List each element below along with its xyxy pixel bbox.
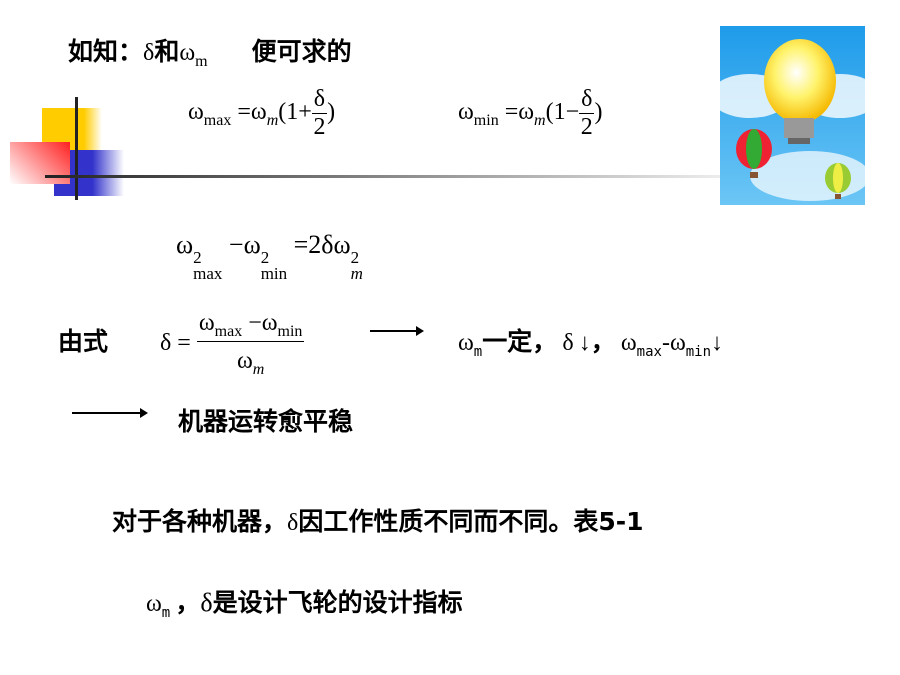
eq-token: 2	[193, 248, 202, 267]
conclusion-text: 一定，	[482, 327, 558, 356]
eq-token: δ =	[160, 330, 191, 357]
omega-sub: m	[195, 53, 208, 70]
eq-token: ，	[590, 327, 616, 356]
arrow-right-1	[370, 326, 424, 336]
eq-token: =ω	[504, 99, 535, 126]
omega-symbol: ω	[146, 591, 162, 617]
line6-text-a: 对于各种机器，	[112, 507, 288, 536]
title-line: 如知：δ和ωm 便可求的	[68, 32, 352, 71]
line6: 对于各种机器，δ因工作性质不同而不同。表5-1	[112, 502, 644, 538]
denominator: 2	[313, 114, 326, 140]
deco-horizontal-rule	[45, 175, 725, 178]
eq-token: (1+	[278, 99, 312, 126]
title-prefix: 如知：	[68, 37, 144, 66]
eq-token: ω	[458, 330, 474, 356]
denominator: ωm	[237, 342, 264, 379]
eq-token: min	[260, 264, 288, 283]
line4-label: 由式	[58, 327, 109, 356]
eq-token: )	[327, 99, 336, 126]
title-and: 和	[154, 37, 180, 66]
omega-symbol: ω	[179, 40, 196, 66]
eq-token: δ	[562, 330, 574, 356]
eq-token: max	[214, 323, 243, 340]
delta-symbol: δ	[200, 588, 213, 617]
eq-token: =2δω	[293, 230, 351, 259]
eq-token: ω	[188, 99, 204, 126]
eq-token: min	[473, 112, 499, 130]
eq-token: m	[252, 361, 265, 378]
eq-token: ω	[458, 99, 474, 126]
line5-text: 机器运转愈平稳	[178, 407, 354, 436]
eq-token: ω	[620, 330, 637, 356]
eq-token: max	[636, 344, 662, 360]
numerator: ωmax −ωmin	[196, 310, 305, 342]
eq-token: max	[203, 112, 232, 130]
down-arrow-icon: ↓	[711, 330, 724, 356]
lightbulb-balloons-image	[720, 26, 865, 205]
denominator: 2	[580, 114, 593, 140]
eq-token: 2	[260, 248, 270, 267]
numerator: δ	[579, 86, 595, 114]
eq-token: -ω	[661, 330, 686, 356]
eq-token: 2	[350, 248, 360, 267]
delta-symbol: δ	[287, 510, 299, 536]
eq-token: −ω	[248, 310, 278, 336]
numerator: δ	[311, 86, 328, 114]
line6-text-b: 因工作性质不同而不同。表5-1	[298, 507, 644, 536]
eq-token: ω	[198, 310, 215, 336]
deco-vertical-line	[75, 97, 78, 200]
eq-token: min	[685, 344, 712, 360]
eq-token: max	[193, 264, 223, 283]
eq-token: ω	[236, 348, 253, 374]
conclusion-line: ωm一定， δ ↓， ωmax-ωmin↓	[458, 322, 723, 360]
eq-token: ，	[175, 588, 201, 617]
eq-token: )	[594, 99, 603, 126]
line7-text: 是设计飞轮的设计指标	[212, 588, 463, 617]
eq-token: m	[161, 605, 171, 621]
down-arrow-icon: ↓	[578, 330, 591, 356]
delta-symbol: δ	[143, 40, 155, 66]
eq-token: m	[266, 112, 279, 130]
eq-token: =ω	[237, 99, 267, 126]
eq-token: (1−	[545, 99, 580, 126]
title-suffix: 便可求的	[251, 37, 352, 66]
eq-token: m	[534, 112, 546, 130]
line7: ωm ，δ是设计飞轮的设计指标	[146, 583, 463, 621]
eq-token: −ω	[228, 230, 261, 259]
eq-token: min	[277, 323, 303, 340]
arrow-right-2	[72, 408, 148, 418]
eq-token: m	[473, 344, 483, 360]
eq-token: m	[350, 264, 363, 283]
eq-token: ω	[176, 230, 194, 259]
